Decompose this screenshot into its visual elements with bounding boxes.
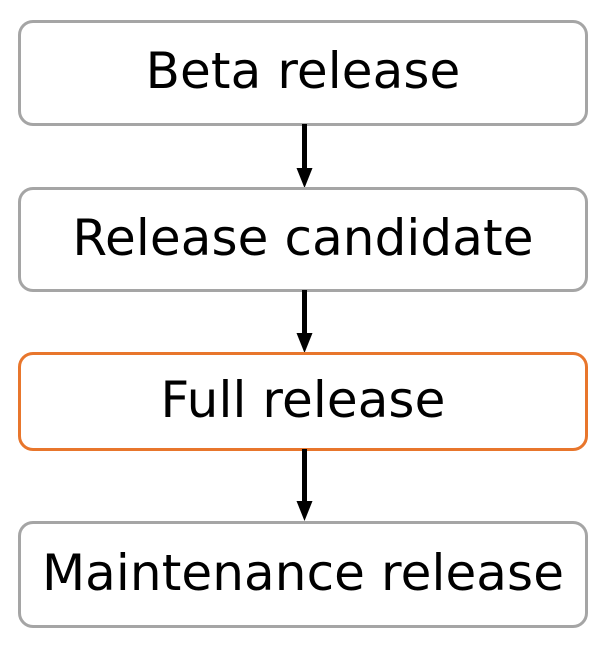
flow-node-full-release[interactable]: Full release bbox=[18, 352, 588, 451]
down-arrow-icon bbox=[296, 124, 313, 188]
flow-connector-full-to-maintenance bbox=[296, 449, 313, 523]
flow-node-release-candidate[interactable]: Release candidate bbox=[18, 187, 588, 292]
down-arrow-icon bbox=[296, 449, 313, 521]
flow-node-label: Beta release bbox=[145, 42, 461, 101]
flow-node-label: Full release bbox=[160, 370, 446, 429]
flow-node-beta-release[interactable]: Beta release bbox=[18, 20, 588, 126]
flow-node-maintenance-release[interactable]: Maintenance release bbox=[18, 521, 588, 628]
flow-node-label: Release candidate bbox=[72, 208, 534, 267]
flow-node-label: Maintenance release bbox=[41, 543, 565, 602]
down-arrow-icon bbox=[296, 290, 313, 353]
flow-connector-beta-to-candidate bbox=[296, 124, 313, 189]
flow-connector-candidate-to-full bbox=[296, 290, 313, 354]
